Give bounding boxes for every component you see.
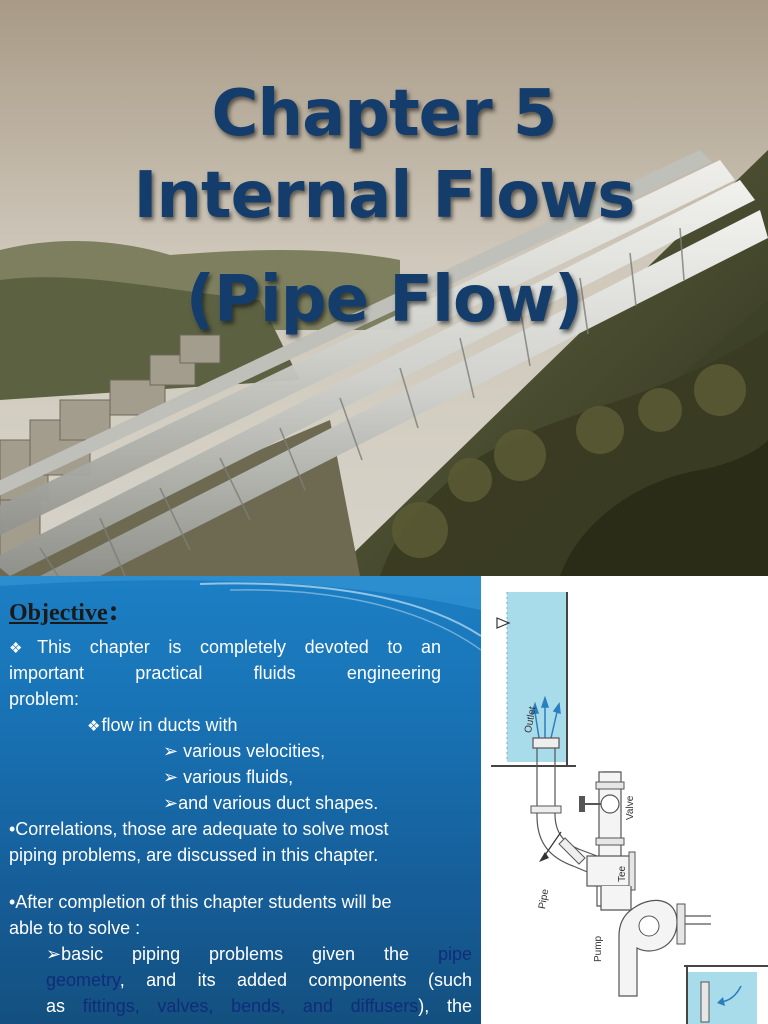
basic-line-1-text: ➢basic piping problems given the — [46, 944, 410, 964]
objective-heading-colon: : — [108, 594, 119, 627]
basic-line-3-as: as — [46, 996, 66, 1016]
tee-fitting-icon — [586, 851, 636, 891]
upper-tank-water — [507, 592, 567, 762]
diamond-bullet-icon: ❖ — [87, 718, 101, 735]
arrow-item-3-text: and various duct shapes. — [178, 793, 379, 813]
diamond-bullet-icon: ❖ — [9, 640, 37, 657]
title-line-2: Internal Flows — [133, 159, 636, 233]
title-line-3: (Pipe Flow) — [185, 263, 584, 337]
objective-panel: Objective: ❖This chapter is completely d… — [0, 576, 481, 1024]
title-line-1: Chapter 5 — [211, 77, 558, 151]
sub-bullet-text: flow in ducts with — [101, 715, 238, 735]
valve-icon — [579, 794, 620, 814]
arrow-item-1: ➢ various velocities, — [163, 738, 325, 764]
panel-swoosh-decoration — [0, 576, 481, 651]
arrow-bullet-icon: ➢ — [163, 741, 184, 761]
after-line-1: •After completion of this chapter studen… — [9, 892, 392, 912]
highlight-geometry: geometry — [46, 970, 120, 990]
after-line-2: able to to solve : — [9, 918, 141, 938]
objective-heading: Objective: — [9, 594, 119, 628]
correlations-line-2: piping problems, are discussed in this c… — [9, 845, 379, 865]
arrow-bullet-icon: ➢ — [163, 767, 184, 787]
title-photo: Chapter 5 Internal Flows (Pipe Flow) — [0, 0, 768, 576]
pump-icon — [618, 899, 711, 997]
penstock-photo — [0, 0, 768, 576]
arrow-bullet-icon: ➢ — [163, 793, 179, 813]
arrow-item-2: ➢ various fluids, — [163, 764, 293, 790]
label-pump: Pump — [593, 935, 604, 962]
free-surface-icon — [496, 617, 511, 629]
basic-line-2: geometry, and its added components (such — [46, 967, 472, 993]
objective-heading-text: Objective — [9, 600, 108, 626]
correlations-line-1: •Correlations, those are adequate to sol… — [9, 819, 389, 839]
basic-line-2-text: , and its added components (such — [119, 970, 472, 990]
piping-diagram-svg — [491, 592, 768, 1024]
sub-bullet: ❖flow in ducts with — [87, 712, 238, 740]
label-valve: Valve — [625, 795, 636, 820]
label-tee: Tee — [617, 865, 628, 882]
arrow-item-2-text: various fluids, — [183, 767, 294, 787]
basic-line-3: as fittings, valves, bends, and diffuser… — [46, 993, 472, 1019]
highlight-components: fittings, valves, bends, and diffusers — [82, 996, 419, 1016]
arrow-item-3: ➢and various duct shapes. — [163, 790, 378, 816]
intro-line-1-text: This chapter is completely devoted to an — [37, 637, 441, 657]
basic-line-3-end: ), the — [418, 996, 472, 1016]
highlight-pipe: pipe — [437, 944, 472, 964]
basic-line-1: ➢basic piping problems given the pipe — [46, 941, 472, 967]
piping-system-diagram: Outlet Valve Tee Pipe Pump — [481, 576, 768, 1024]
intro-line-2: important practical fluids engineering — [9, 663, 441, 683]
intro-line-3: problem: — [9, 689, 80, 709]
arrow-item-1-text: various velocities, — [183, 741, 326, 761]
intro-line-1: ❖This chapter is completely devoted to a… — [9, 634, 441, 662]
outlet-flow-arrows-icon — [530, 695, 561, 739]
